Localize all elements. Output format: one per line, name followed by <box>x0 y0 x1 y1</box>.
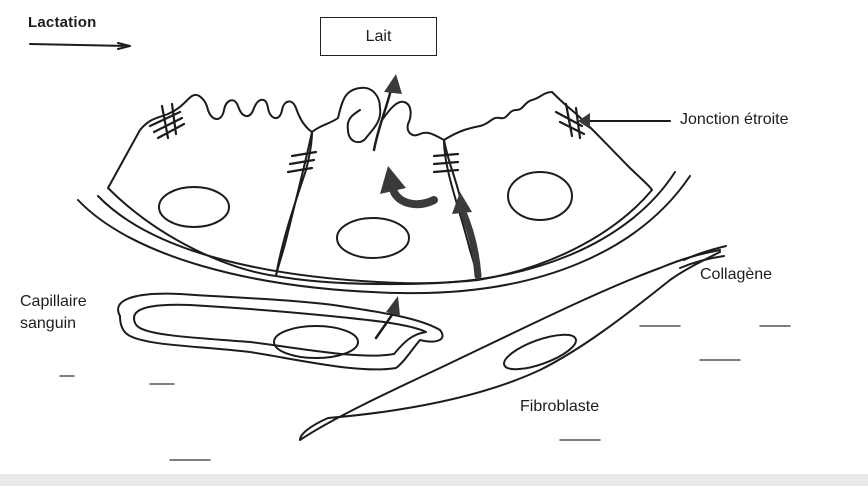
capillaire-label: Capillaire <box>20 293 87 311</box>
milk-arrow-head <box>384 74 402 94</box>
fibroblast-outline <box>300 250 720 440</box>
title-underline-arrow <box>30 43 130 49</box>
lait-box: Lait <box>320 17 437 56</box>
capillary-cell-nucleus <box>274 326 358 358</box>
capillary-arrow-shaft <box>376 312 394 338</box>
diagram-title: Lactation <box>28 14 96 32</box>
jonction-label: Jonction étroite <box>680 111 789 129</box>
lait-label: Lait <box>366 28 392 46</box>
secretion-arrow-shaft <box>462 210 478 276</box>
transport-arrow-head <box>380 166 406 194</box>
middle-cell-nucleus <box>337 218 409 258</box>
fibroblaste-label: Fibroblaste <box>520 398 599 416</box>
middle-cell-outline <box>276 88 478 284</box>
scan-dash-marks <box>60 326 790 460</box>
left-cell-nucleus <box>159 187 229 227</box>
collagene-label: Collagène <box>700 266 772 284</box>
sanguin-label: sanguin <box>20 315 76 333</box>
bottom-band <box>0 474 868 486</box>
jonction-pointer-head <box>578 113 590 129</box>
transport-arrow-curve <box>394 192 434 204</box>
right-cell-nucleus <box>508 172 572 220</box>
